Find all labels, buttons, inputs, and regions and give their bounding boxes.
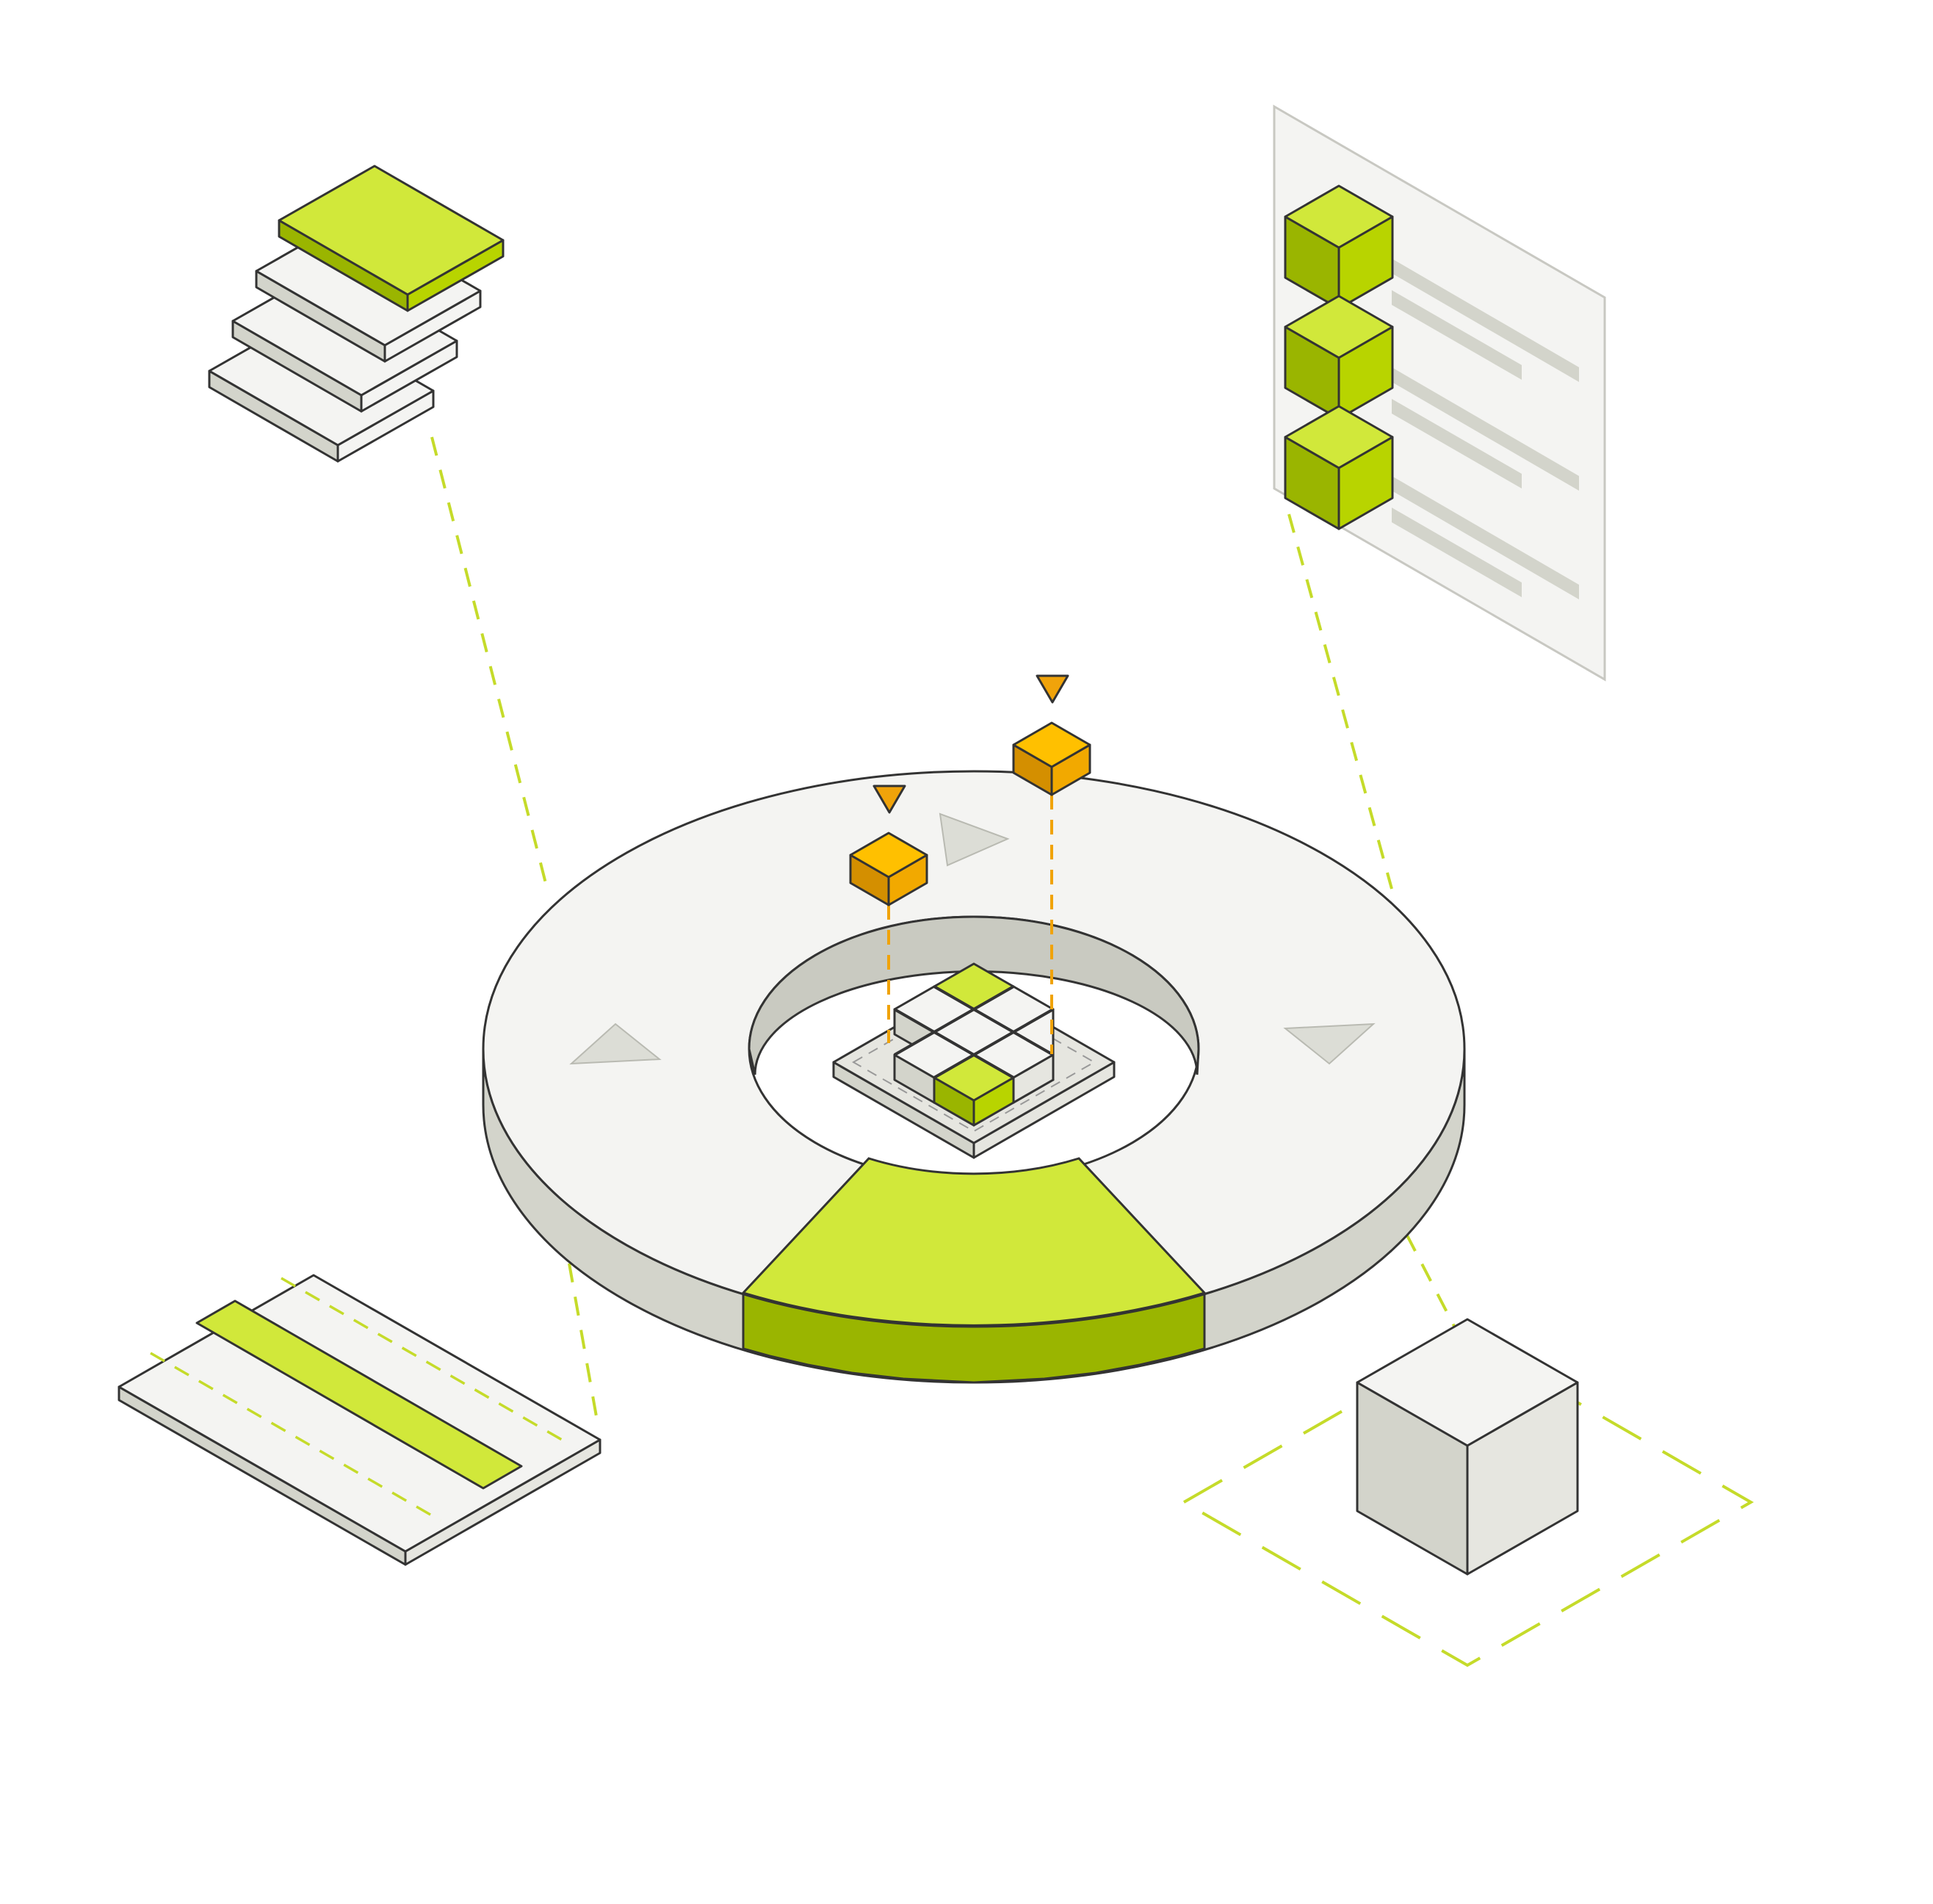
ring-inner-wall [748,915,1200,1075]
amber-block-left [849,832,928,906]
connector-lines [430,436,1459,1429]
layer-top-highlight [278,165,505,312]
cube-node-top-face [1356,1318,1579,1447]
connector-layer-stack [430,436,549,890]
grid-lines [894,985,1054,1079]
flow-arrow-right-icon [1283,1023,1376,1065]
data-cube-3 [1284,405,1394,530]
grid-module [832,962,1116,1159]
flat-card [118,1274,601,1566]
document-text-lines [1392,259,1579,599]
amber-drop-lines [887,795,1053,1054]
grid-cell-2-2 [1012,1053,1055,1104]
connector-flat-card [568,1263,600,1429]
document-panel [1273,104,1606,682]
flow-arrows [569,812,1376,1065]
flow-arrow-left-icon [569,1023,662,1065]
ring-platform [482,770,1466,1384]
ring-segment-top [741,1157,1207,1327]
flow-arrow-top-icon [939,812,1010,867]
amber-marker-left-icon [872,785,906,814]
connector-cube-node [1405,1233,1459,1334]
amber-marker-right-icon [1036,674,1069,704]
amber-block-right [1012,721,1091,796]
card-dashed-guides [150,1277,568,1522]
data-cube-1 [1284,184,1394,310]
data-cubes [1284,184,1394,530]
connector-document [1287,513,1393,890]
layer-stack [208,165,505,463]
cube-node [1180,1318,1755,1667]
data-cube-2 [1284,295,1394,420]
card-highlight-bar [195,1299,523,1490]
